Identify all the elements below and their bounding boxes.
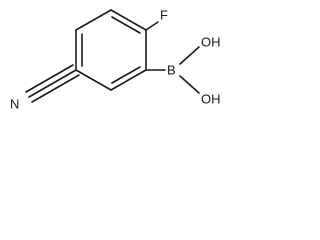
boron-label: B	[167, 63, 176, 78]
triple-bond-line-1	[28, 69, 77, 98]
ring-bond-c1-c2	[110, 9, 147, 31]
hydroxyl-top-label: OH	[201, 35, 221, 50]
ring-bond-c6-c1	[75, 9, 112, 31]
nitrile-nitrogen-label: N	[10, 97, 19, 112]
bond-boron-hydroxyl-bottom	[179, 75, 200, 94]
triple-bond-line-3	[31, 74, 80, 103]
hydroxyl-bottom-label: OH	[201, 92, 221, 107]
bond-boron-hydroxyl-top	[179, 46, 200, 65]
double-bond-c3-c4	[111, 66, 141, 84]
double-bond-c1-c2	[111, 16, 141, 34]
benzene-ring	[75, 9, 147, 91]
ring-bond-c3-c4	[110, 69, 147, 91]
aromatic-double-bonds	[81, 16, 141, 84]
triple-bond-line-2	[25, 64, 74, 93]
bond-c2-fluorine	[145, 21, 159, 31]
fluorine-label: F	[160, 8, 168, 23]
nitrile-triple-bond	[25, 64, 80, 103]
chemical-structure: F B OH OH N	[10, 8, 221, 112]
ring-bond-c4-c5	[75, 69, 112, 91]
